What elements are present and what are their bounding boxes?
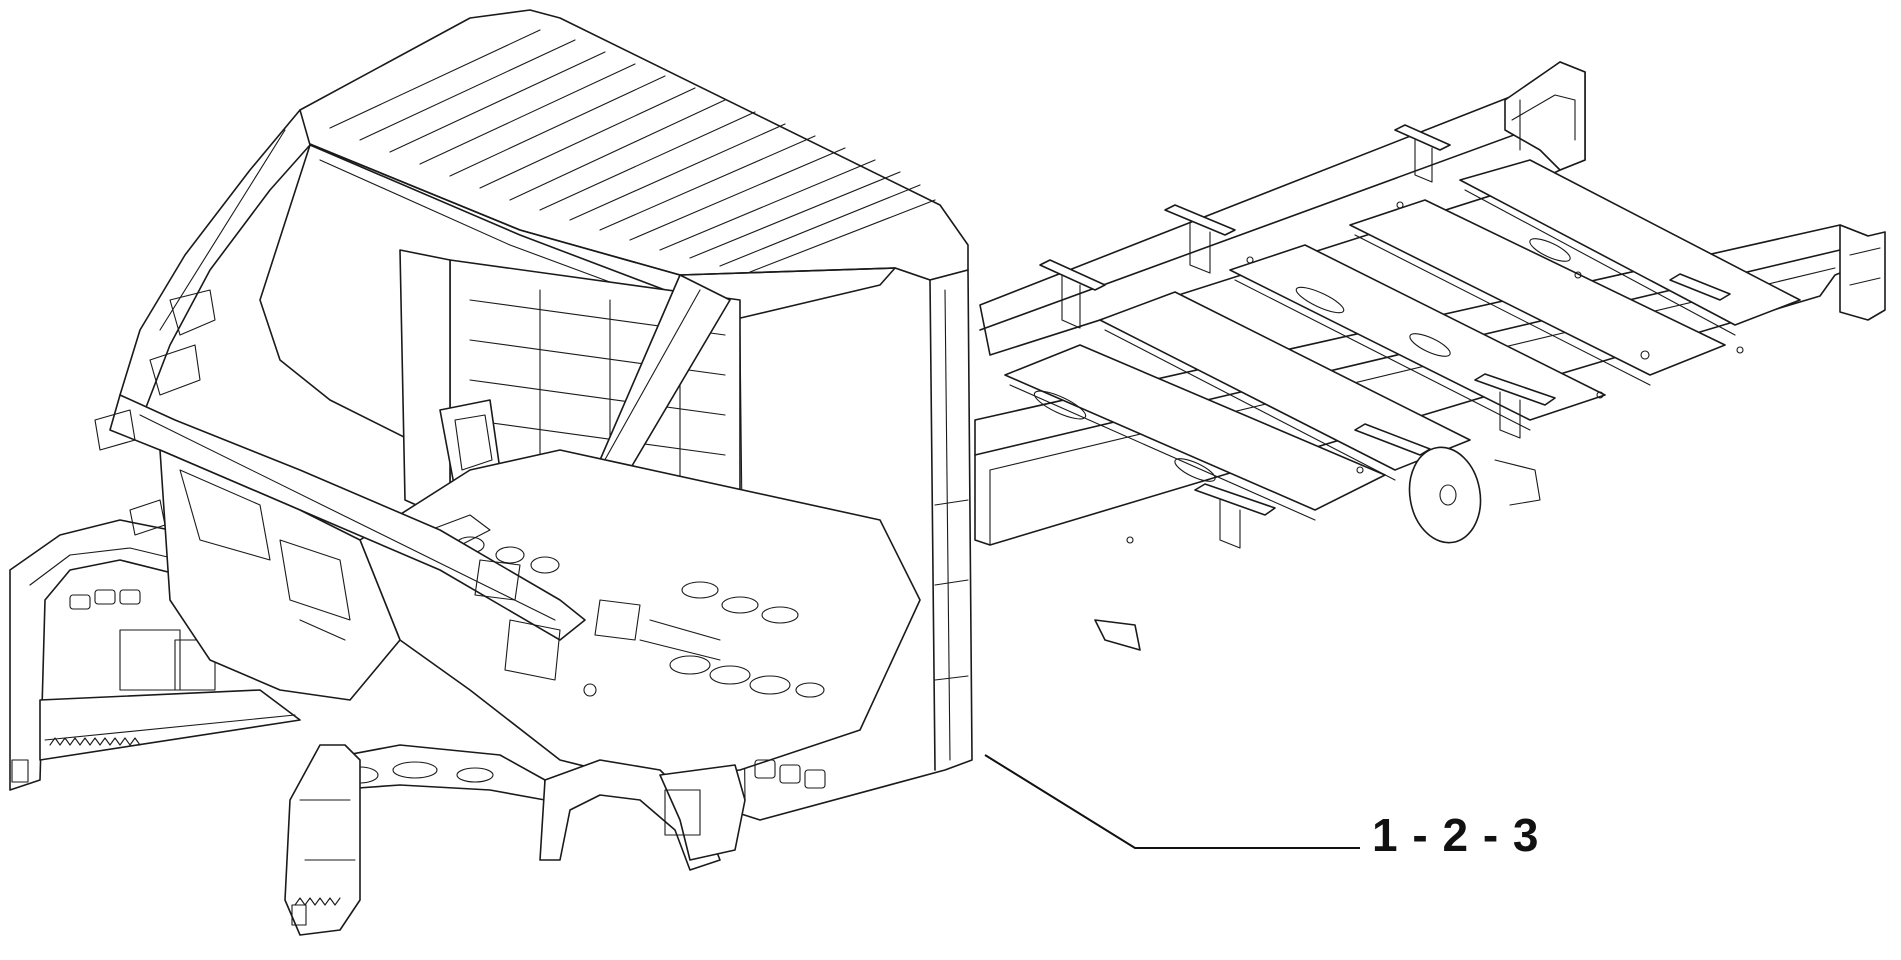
- chassis-frame: [974, 61, 1886, 651]
- callout-leader-line: [984, 754, 1360, 849]
- callout-part-numbers: 1 - 2 - 3: [1372, 809, 1540, 861]
- cab-body: [9, 9, 973, 936]
